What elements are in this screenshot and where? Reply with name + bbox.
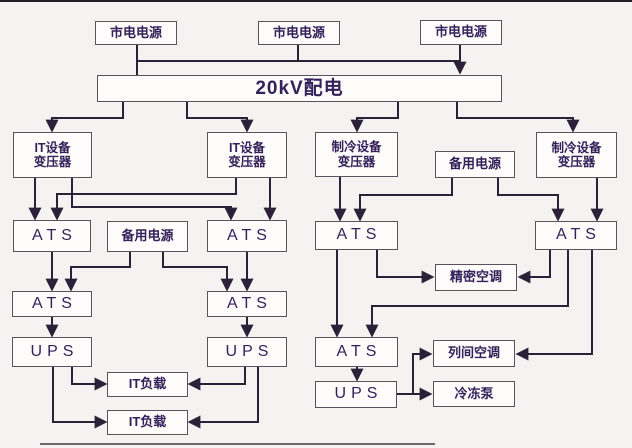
node-label: IT设备 [228,140,266,155]
node-ats-it-4: ATS [207,291,287,317]
node-ups-it-2: UPS [207,337,287,367]
node-label: 市电电源 [109,24,162,40]
connector-line [353,178,453,222]
bottom-edge-line [40,443,435,445]
node-label: 变压器 [33,155,72,169]
node-ats-cooling-1: ATS [315,221,398,250]
node-label: ATS [32,294,77,312]
connector-line [50,178,237,221]
node-label: ATS [336,342,382,360]
connector-line [64,252,131,292]
node-cooling-transformer-1: 制冷设备 变压器 [315,132,398,177]
node-label: 冷冻泵 [454,385,494,401]
node-mains-power-1: 市电电源 [95,21,177,45]
node-label: 变压器 [557,155,596,169]
node-label: ATS [32,226,77,244]
node-it-load-2: IT负载 [107,410,188,435]
node-label: 市电电源 [434,24,487,40]
node-backup-power-right: 备用电源 [435,151,515,178]
node-ats-it-3: ATS [12,291,92,317]
connector-line [71,178,238,221]
node-it-transformer-2: IT设备 变压器 [207,132,287,178]
node-label: 变压器 [337,154,376,169]
node-label: ATS [227,294,272,312]
node-label: ATS [227,226,272,244]
connector-line [187,367,246,391]
node-label: 制冷设备 [551,140,602,155]
node-ats-cooling-3: ATS [315,337,398,367]
connector-line [497,178,565,222]
connector-line [412,347,433,394]
node-label: IT设备 [34,140,71,155]
node-label: 市电电源 [272,24,325,40]
node-label: 变压器 [228,155,266,169]
connector-line [52,367,108,429]
connector-line [71,367,108,391]
node-label: 备用电源 [448,156,501,172]
connector-line [365,250,569,338]
node-label: IT负载 [128,414,167,430]
node-20kv-distribution-bus: 20kV配电 [97,75,502,102]
connector-line [350,102,399,133]
connector-line [187,367,259,429]
node-label: IT负载 [128,376,167,392]
node-label: 列间空调 [447,345,500,361]
node-label: 精密空调 [449,269,502,285]
node-chilled-water-pump: 冷冻泵 [433,381,515,407]
node-ups-it-1: UPS [12,337,92,367]
node-ats-it-2: ATS [207,220,287,252]
node-mains-power-2: 市电电源 [258,21,340,45]
node-label: ATS [556,226,601,244]
node-label: 20kV配电 [255,77,344,99]
node-label: UPS [334,385,383,403]
connector-line [186,102,254,133]
top-edge-line [0,0,632,2]
connector-line [515,250,593,361]
node-inrow-air-conditioner: 列间空调 [433,340,515,367]
node-it-transformer-1: IT设备 变压器 [13,132,92,178]
node-ats-it-1: ATS [13,220,91,252]
connector-line [45,102,124,133]
connector-line [456,102,580,133]
node-label: UPS [225,342,274,360]
node-label: ATS [336,226,382,244]
node-ups-cooling: UPS [315,381,397,408]
connector-line [376,250,435,284]
node-backup-power-left: 备用电源 [107,221,188,252]
node-label: UPS [30,342,79,360]
node-precision-air-conditioner: 精密空调 [435,264,517,291]
node-label: 备用电源 [121,228,174,244]
connector-line [162,252,234,292]
node-mains-power-3: 市电电源 [420,20,502,45]
connector-line [517,250,551,284]
node-ats-cooling-2: ATS [535,221,617,250]
node-cooling-transformer-2: 制冷设备 变压器 [536,132,617,178]
node-it-load-1: IT负载 [107,372,188,397]
node-label: 制冷设备 [331,140,382,155]
